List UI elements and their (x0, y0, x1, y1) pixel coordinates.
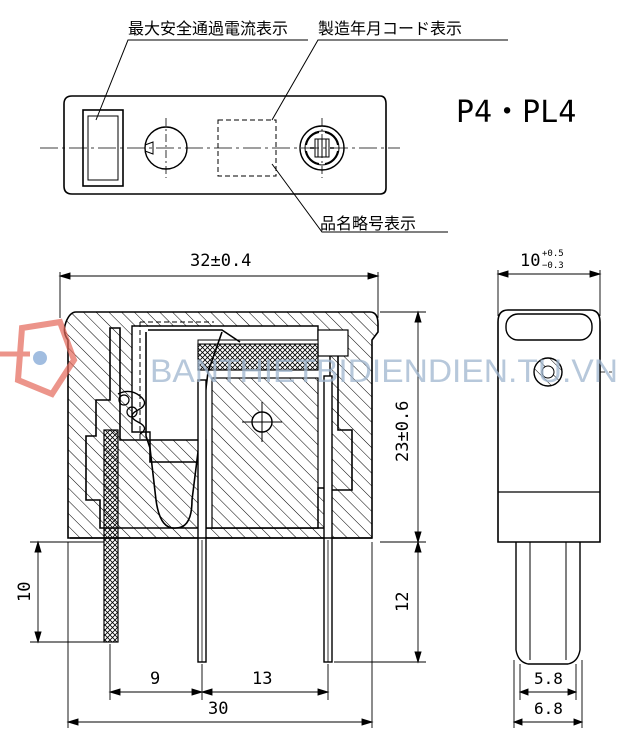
dim-overall: 30 (208, 699, 228, 719)
dim-side-tol-plus: +0.5 (542, 249, 564, 259)
seal-mark (299, 125, 345, 171)
model-title: P4・PL4 (456, 95, 576, 130)
top-view (40, 95, 400, 195)
indicator-coil (117, 390, 146, 435)
callout-max-safe-current: 最大安全通過電流表示 (128, 19, 288, 38)
dim-outer-width: 6.8 (534, 699, 563, 718)
dim-inner-width: 5.8 (534, 669, 563, 688)
dim-side-tol-minus: −0.3 (542, 261, 564, 271)
dim-right-pin: 12 (393, 592, 413, 612)
dim-left-pin: 10 (15, 582, 35, 602)
watermark-text: BANTHIETBIDIENDIEN.TU.VN (150, 353, 618, 389)
side-view (497, 309, 614, 665)
callout-manufacture-code: 製造年月コード表示 (318, 19, 462, 38)
side-pins (515, 542, 581, 665)
dim-side-width: 10 (520, 251, 540, 271)
side-body (497, 309, 601, 543)
dim-width: 32±0.4 (190, 251, 251, 271)
contact-spring (145, 329, 241, 529)
dim-height: 23±0.6 (393, 401, 413, 462)
callout-product-abbrev: 品名略号表示 (320, 214, 416, 233)
side-dimensions (496, 270, 602, 728)
callout-leaders (95, 39, 508, 233)
top-view-outline (63, 95, 387, 195)
dim-pitch-a: 9 (150, 669, 160, 689)
code-area (217, 119, 277, 177)
left-wire (103, 429, 119, 643)
front-view (63, 311, 379, 663)
dim-pitch-b: 13 (252, 669, 272, 689)
front-dimensions (30, 272, 426, 728)
current-window (82, 109, 124, 187)
watermark-logo (0, 318, 78, 398)
